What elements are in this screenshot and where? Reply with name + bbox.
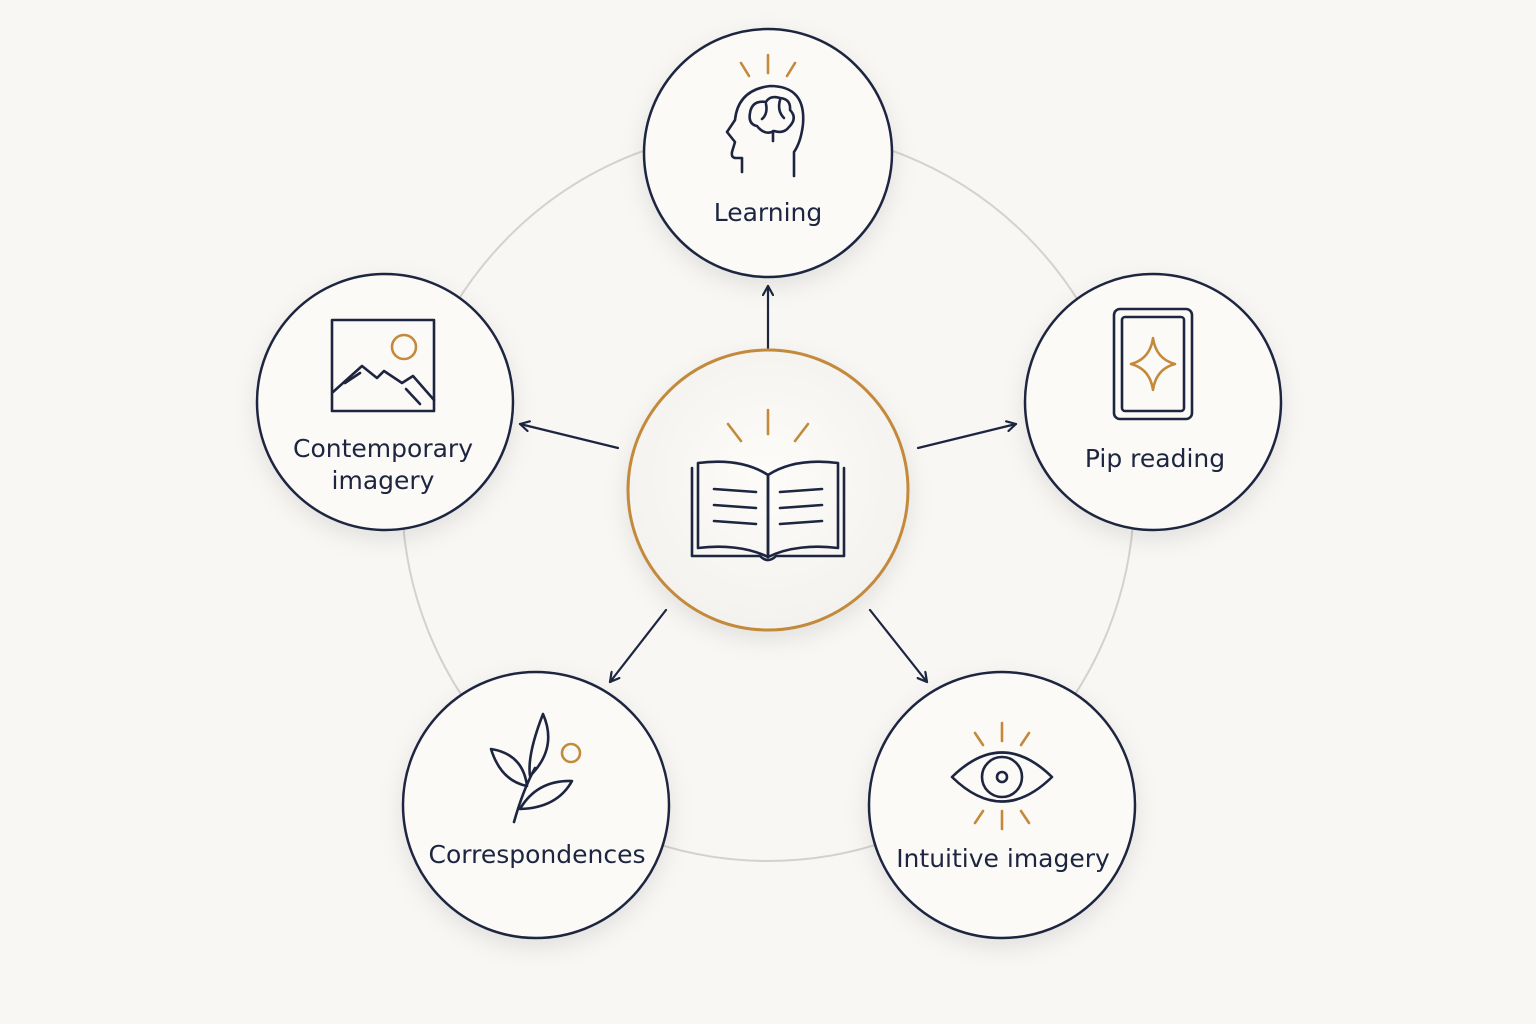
arrow-to-correspondences (608, 608, 668, 684)
node-contemporary-imagery-label-line2: imagery (332, 466, 435, 495)
node-correspondences-label: Correspondences (429, 840, 646, 869)
node-intuitive-imagery-label: Intuitive imagery (896, 844, 1110, 873)
arrow-to-pip-reading (916, 424, 1018, 450)
head-brain-icon (725, 53, 805, 178)
node-contemporary-imagery-label-line1: Contemporary (293, 434, 473, 463)
leaf-sprig-icon (489, 712, 582, 824)
center-node[interactable] (626, 348, 910, 632)
node-learning[interactable]: Learning (642, 27, 894, 279)
arrow-to-contemporary-imagery (518, 424, 620, 450)
arrows (518, 284, 1018, 684)
node-pip-reading-label: Pip reading (1085, 444, 1225, 473)
node-intuitive-imagery[interactable]: Intuitive imagery (867, 670, 1137, 940)
landscape-image-icon (330, 318, 436, 413)
eye-icon (950, 721, 1054, 831)
card-star-icon (1112, 307, 1194, 421)
node-learning-label: Learning (714, 198, 823, 227)
node-pip-reading[interactable]: Pip reading (1023, 272, 1283, 532)
node-correspondences[interactable]: Correspondences (401, 670, 671, 940)
node-contemporary-imagery[interactable]: Contemporary imagery (255, 272, 515, 532)
open-book-icon (690, 408, 846, 562)
arrow-to-intuitive-imagery (868, 608, 929, 684)
